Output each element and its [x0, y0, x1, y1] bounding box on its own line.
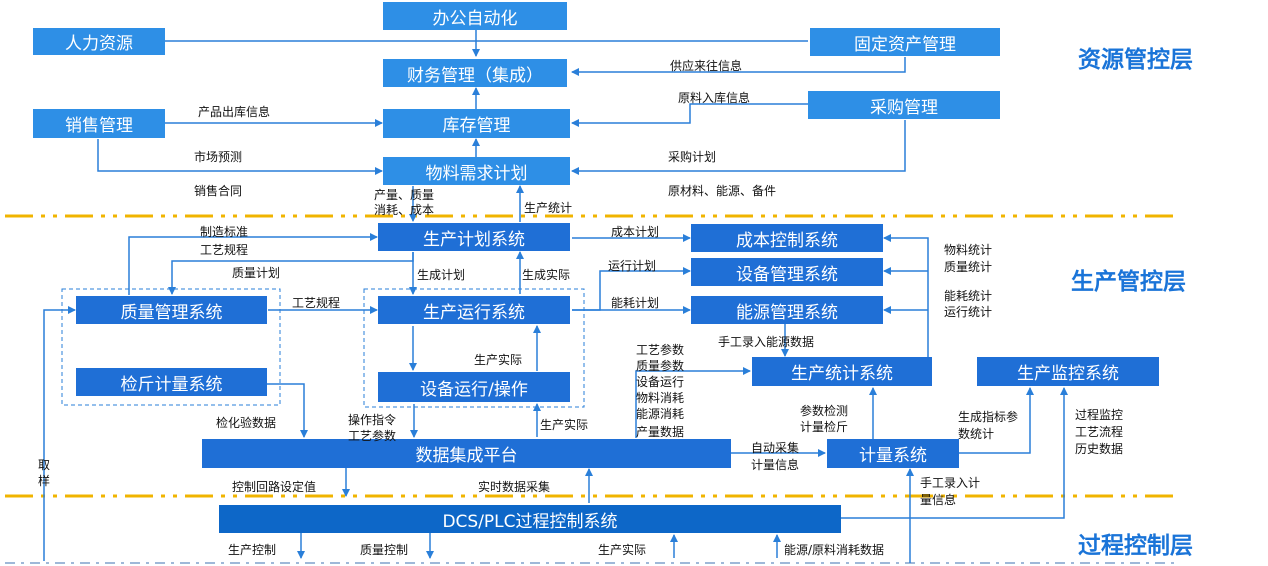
edge-label: 质量计划	[232, 266, 281, 280]
edge-label: 消耗、成本	[374, 203, 435, 217]
edge-label: 工艺流程	[1075, 425, 1124, 439]
edge-label: 计量检斤	[800, 420, 849, 434]
edge-label: 工艺规程	[200, 243, 249, 257]
data-platform-box[interactable]: 数据集成平台	[202, 439, 731, 468]
edge-label: 物料消耗	[636, 391, 685, 405]
edge-label: 参数检测	[800, 404, 849, 418]
equipment-mgmt-box[interactable]: 设备管理系统	[691, 258, 883, 286]
edge-label: 手工录入能源数据	[718, 335, 815, 349]
edge-label: 计量信息	[751, 458, 800, 472]
edge-label: 能耗统计	[944, 289, 993, 303]
sales-box[interactable]: 销售管理	[33, 109, 165, 138]
edge-label: 运行统计	[944, 305, 993, 319]
edge-label: 质量参数	[636, 359, 685, 373]
edge-label: 供应来往信息	[670, 59, 743, 73]
production-planning-box[interactable]: 生产计划系统	[378, 223, 570, 251]
edge-label: 工艺规程	[292, 296, 341, 310]
process-layer-title: 过程控制层	[1078, 533, 1193, 559]
edge-label: 成本计划	[611, 225, 660, 239]
mrp-box[interactable]: 物料需求计划	[383, 157, 570, 185]
inventory-box[interactable]: 库存管理	[383, 109, 570, 138]
production-monitor-box[interactable]: 生产监控系统	[977, 357, 1159, 386]
edge-label: 销售合同	[194, 184, 243, 198]
edge-label: 生产统计	[524, 201, 573, 215]
edge-label: 操作指令	[348, 413, 397, 427]
cost-control-box[interactable]: 成本控制系统	[691, 224, 883, 252]
edge-label: 能源/原料消耗数据	[784, 543, 885, 557]
edge-label: 控制回路设定值	[232, 480, 317, 494]
edge-label: 采购计划	[668, 150, 717, 164]
edge-label: 能源消耗	[636, 407, 685, 421]
production-ops-box[interactable]: 生产运行系统	[378, 296, 570, 324]
edge-label: 物料统计	[944, 243, 993, 257]
quality-mgmt-box[interactable]: 质量管理系统	[76, 296, 267, 324]
edge-label: 能耗计划	[611, 296, 660, 310]
edge-label: 数统计	[958, 427, 995, 441]
finance-box[interactable]: 财务管理（集成）	[383, 59, 567, 87]
inspection-metering-box[interactable]: 检斤计量系统	[76, 368, 267, 396]
edge-label: 工艺参数	[636, 343, 685, 357]
edge-label: 生产实际	[540, 418, 589, 432]
edge-label: 过程监控	[1075, 408, 1124, 422]
edge-label: 产品出库信息	[198, 105, 271, 119]
edge-label: 产量、质量	[374, 188, 435, 202]
edge-label: 历史数据	[1075, 442, 1124, 456]
resource-layer-title: 资源管控层	[1078, 47, 1193, 73]
production-layer-title: 生产管控层	[1071, 269, 1186, 295]
office-automation-box[interactable]: 办公自动化	[383, 2, 567, 30]
edge-label: 取	[38, 458, 51, 472]
production-stats-box[interactable]: 生产统计系统	[752, 357, 932, 386]
dcs-plc-box[interactable]: DCS/PLC过程控制系统	[219, 505, 841, 533]
edge-label: 实时数据采集	[478, 480, 551, 494]
edge-label: 生产实际	[598, 543, 647, 557]
edge-label: 设备运行	[636, 375, 685, 389]
hr-box[interactable]: 人力资源	[33, 28, 165, 55]
fixed-assets-box[interactable]: 固定资产管理	[810, 28, 1000, 56]
edge-label: 制造标准	[200, 225, 249, 239]
edge-label: 市场预测	[194, 150, 243, 164]
edge-label: 生成计划	[417, 268, 466, 282]
edge-label: 样	[38, 474, 51, 488]
energy-mgmt-box[interactable]: 能源管理系统	[691, 296, 883, 324]
edge-label: 质量控制	[360, 543, 409, 557]
purchasing-box[interactable]: 采购管理	[808, 91, 1000, 119]
edge-label: 量信息	[920, 493, 957, 507]
edge-label: 生成实际	[522, 268, 571, 282]
edge-label: 检化验数据	[216, 416, 277, 430]
edge-label: 产量数据	[636, 425, 685, 439]
equipment-ops-box[interactable]: 设备运行/操作	[378, 372, 570, 402]
edge-label: 工艺参数	[348, 429, 397, 443]
edge-label: 手工录入计	[920, 476, 981, 490]
edge-label: 生成指标参	[958, 410, 1019, 424]
ops-group-frame	[363, 288, 585, 408]
edge-label: 质量统计	[944, 260, 993, 274]
edge-label: 自动采集	[751, 441, 800, 455]
metering-system-box[interactable]: 计量系统	[827, 439, 959, 468]
edge-label: 生产实际	[474, 353, 523, 367]
edge-label: 生产控制	[228, 543, 277, 557]
edge-label: 原料入库信息	[678, 91, 751, 105]
edge-label: 原材料、能源、备件	[668, 184, 777, 198]
edge-label: 运行计划	[608, 259, 657, 273]
